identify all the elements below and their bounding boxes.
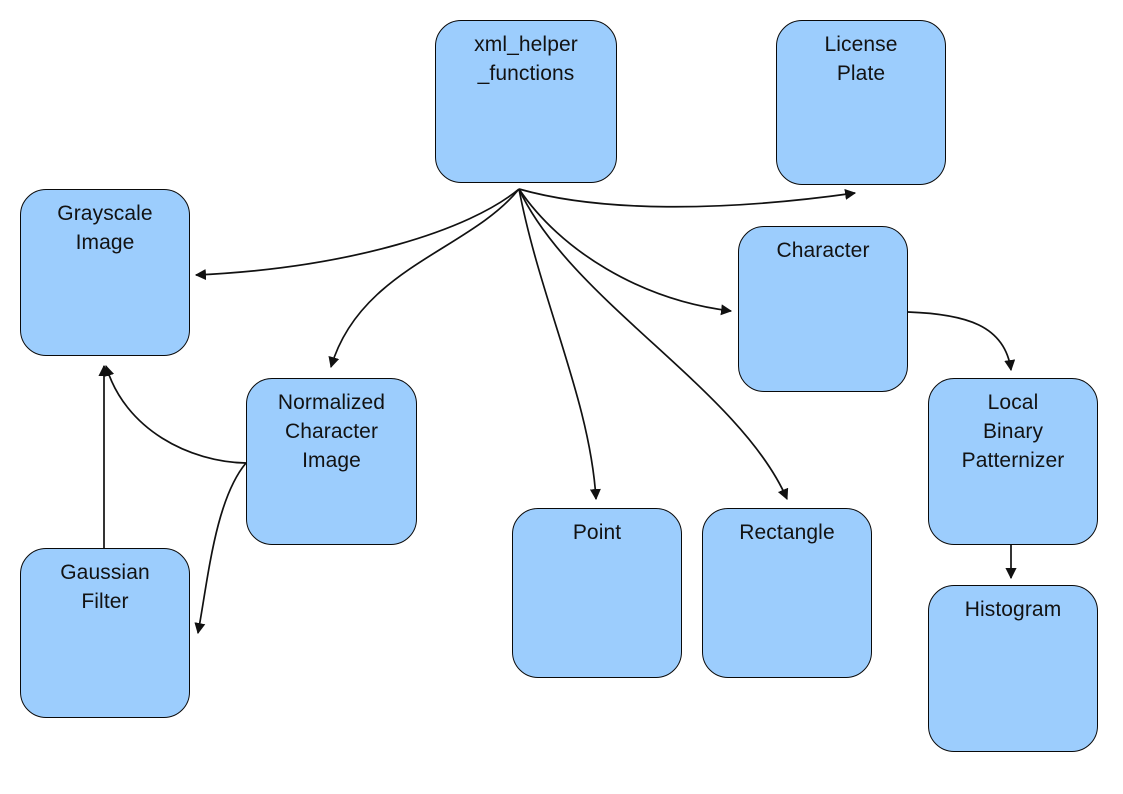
- node-label: Local Binary Patternizer: [961, 391, 1065, 472]
- node-label: xml_helper _functions: [474, 33, 578, 85]
- node-xml-helper-functions[interactable]: xml_helper _functions: [435, 20, 617, 183]
- node-label: Point: [572, 521, 622, 544]
- node-histogram[interactable]: Histogram: [928, 585, 1098, 752]
- node-rectangle[interactable]: Rectangle: [702, 508, 872, 678]
- node-character[interactable]: Character: [738, 226, 908, 392]
- node-point[interactable]: Point: [512, 508, 682, 678]
- node-label: Character: [776, 239, 870, 262]
- edge-normalized_character_image-to-grayscale_image: [103, 364, 247, 464]
- node-label: Grayscale Image: [57, 202, 153, 254]
- edge-character-to-local_binary_patternizer: [907, 311, 1016, 372]
- edge-xml_helper_functions-to-grayscale_image: [194, 188, 520, 281]
- node-local-binary-patternizer[interactable]: Local Binary Patternizer: [928, 378, 1098, 545]
- edge-normalized_character_image-to-gaussian_filter: [194, 462, 247, 635]
- edge-xml_helper_functions-to-point: [518, 188, 601, 501]
- node-gaussian-filter[interactable]: Gaussian Filter: [20, 548, 190, 718]
- node-label: Normalized Character Image: [277, 391, 386, 472]
- edge-xml_helper_functions-to-license_plate: [518, 188, 857, 208]
- node-label: Gaussian Filter: [60, 561, 150, 613]
- node-normalized-character-image[interactable]: Normalized Character Image: [246, 378, 417, 545]
- node-grayscale-image[interactable]: Grayscale Image: [20, 189, 190, 356]
- node-label: Histogram: [964, 598, 1062, 621]
- edge-xml_helper_functions-to-normalized_character_image: [328, 188, 520, 369]
- edge-xml_helper_functions-to-character: [518, 188, 733, 316]
- node-label: License Plate: [824, 33, 898, 85]
- node-label: Rectangle: [739, 521, 835, 544]
- node-license-plate[interactable]: License Plate: [776, 20, 946, 185]
